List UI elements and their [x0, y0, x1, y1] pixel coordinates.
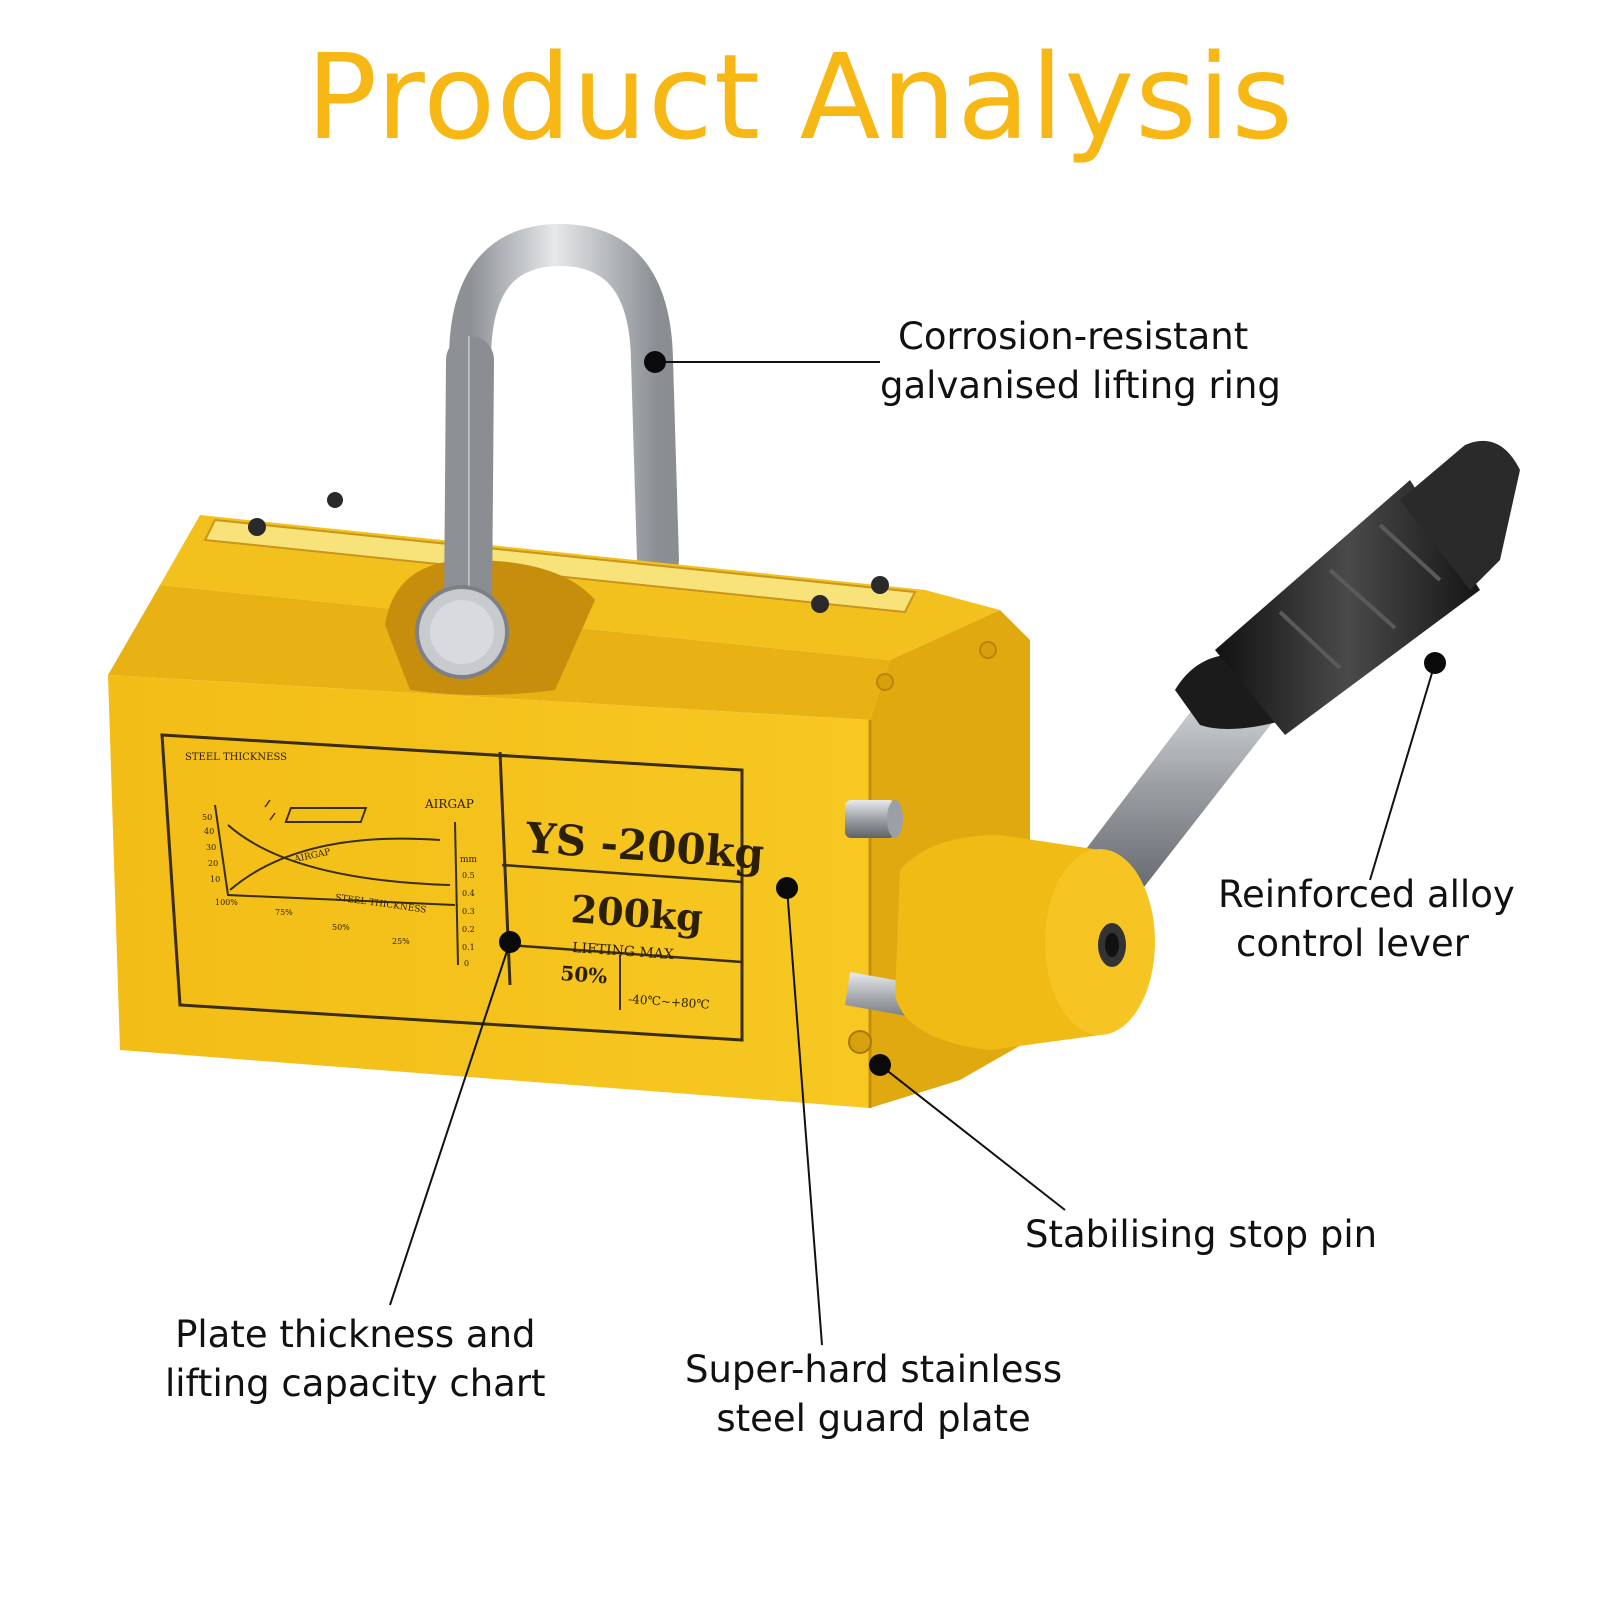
chart-gap-tick: 0.1	[462, 943, 475, 952]
chart-gap-tick: 0.2	[462, 925, 475, 934]
magnet-top-label-strip	[203, 518, 917, 614]
control-lever-cylinder	[895, 835, 1155, 1050]
capacity-chart-panel	[160, 733, 744, 1042]
leader-line-guard-plate	[786, 887, 823, 1346]
callout-lifting-ring-line2: galvanised lifting ring	[880, 364, 1281, 407]
chart-y-tick: 50	[202, 813, 212, 822]
leader-line-lever	[1369, 662, 1436, 881]
chart-x-tick: 25%	[392, 937, 410, 946]
callout-stop-pin: Stabilising stop pin	[1025, 1210, 1377, 1259]
callout-capacity-chart-line2: lifting capacity chart	[165, 1362, 546, 1405]
magnet-front-face	[108, 675, 870, 1108]
capacity-label: 200kg	[569, 886, 704, 940]
chart-y-tick: 40	[204, 827, 214, 836]
callout-guard-plate: Super-hard stainless steel guard plate	[685, 1345, 1062, 1443]
chart-y-tick: 20	[208, 859, 218, 868]
chart-x-tick: 100%	[215, 898, 238, 907]
callout-control-lever-line1: Reinforced alloy	[1218, 873, 1515, 916]
control-lever-grip	[1215, 480, 1480, 735]
callout-lifting-ring: Corrosion-resistant galvanised lifting r…	[880, 312, 1281, 410]
chart-y-tick: 10	[210, 875, 220, 884]
chart-gap-tick: 0.4	[462, 889, 475, 898]
callout-control-lever: Reinforced alloy control lever	[1218, 870, 1515, 968]
chart-x-tick: 75%	[275, 908, 293, 917]
lifting-ring-front-arm	[444, 336, 494, 634]
chart-gap-tick: 0.3	[462, 907, 475, 916]
chart-gap-tick: 0.5	[462, 871, 475, 880]
leader-lines	[389, 361, 1436, 1346]
chart-y-ticks: 50 40 30 20 10	[202, 813, 220, 884]
chart-x-tick: 50%	[332, 923, 350, 932]
callout-guard-plate-line2: steel guard plate	[716, 1397, 1031, 1440]
callout-stop-pin-line1: Stabilising stop pin	[1025, 1213, 1378, 1256]
stop-pin-upper	[845, 800, 903, 838]
chart-gap-tick: 0	[464, 959, 469, 968]
callout-guard-plate-line1: Super-hard stainless	[685, 1348, 1063, 1391]
leader-line-stop-pin	[879, 1064, 1066, 1211]
callout-capacity-chart: Plate thickness and lifting capacity cha…	[165, 1310, 546, 1408]
safety-factor-label: 50%	[560, 961, 608, 988]
chart-steel-thickness-label: STEEL THICKNESS	[185, 752, 287, 763]
capacity-caption: LIFTING MAX	[572, 940, 675, 963]
dot-ring	[644, 351, 666, 373]
chart-axis-mm-label: mm	[460, 855, 478, 865]
callout-lifting-ring-line1: Corrosion-resistant	[898, 315, 1249, 358]
dot-lever	[1424, 652, 1446, 674]
temperature-label: -40℃~+80℃	[628, 992, 710, 1012]
callout-control-lever-line2: control lever	[1236, 922, 1469, 965]
leader-line-chart	[389, 941, 511, 1306]
lifting-ring-back-arm	[449, 223, 679, 621]
chart-gap-ticks: 0.5 0.4 0.3 0.2 0.1 0	[462, 871, 475, 968]
callout-dots	[499, 351, 1446, 1076]
chart-x-ticks: 100% 75% 50% 25%	[215, 898, 410, 946]
callout-capacity-chart-line1: Plate thickness and	[175, 1313, 536, 1356]
dot-guard-plate	[776, 877, 798, 899]
chart-airgap-label: AIRGAP	[424, 797, 474, 811]
chart-y-tick: 30	[206, 843, 216, 852]
dot-chart	[499, 931, 521, 953]
page-title: Product Analysis	[306, 28, 1294, 166]
dot-stop-pin	[869, 1054, 891, 1076]
